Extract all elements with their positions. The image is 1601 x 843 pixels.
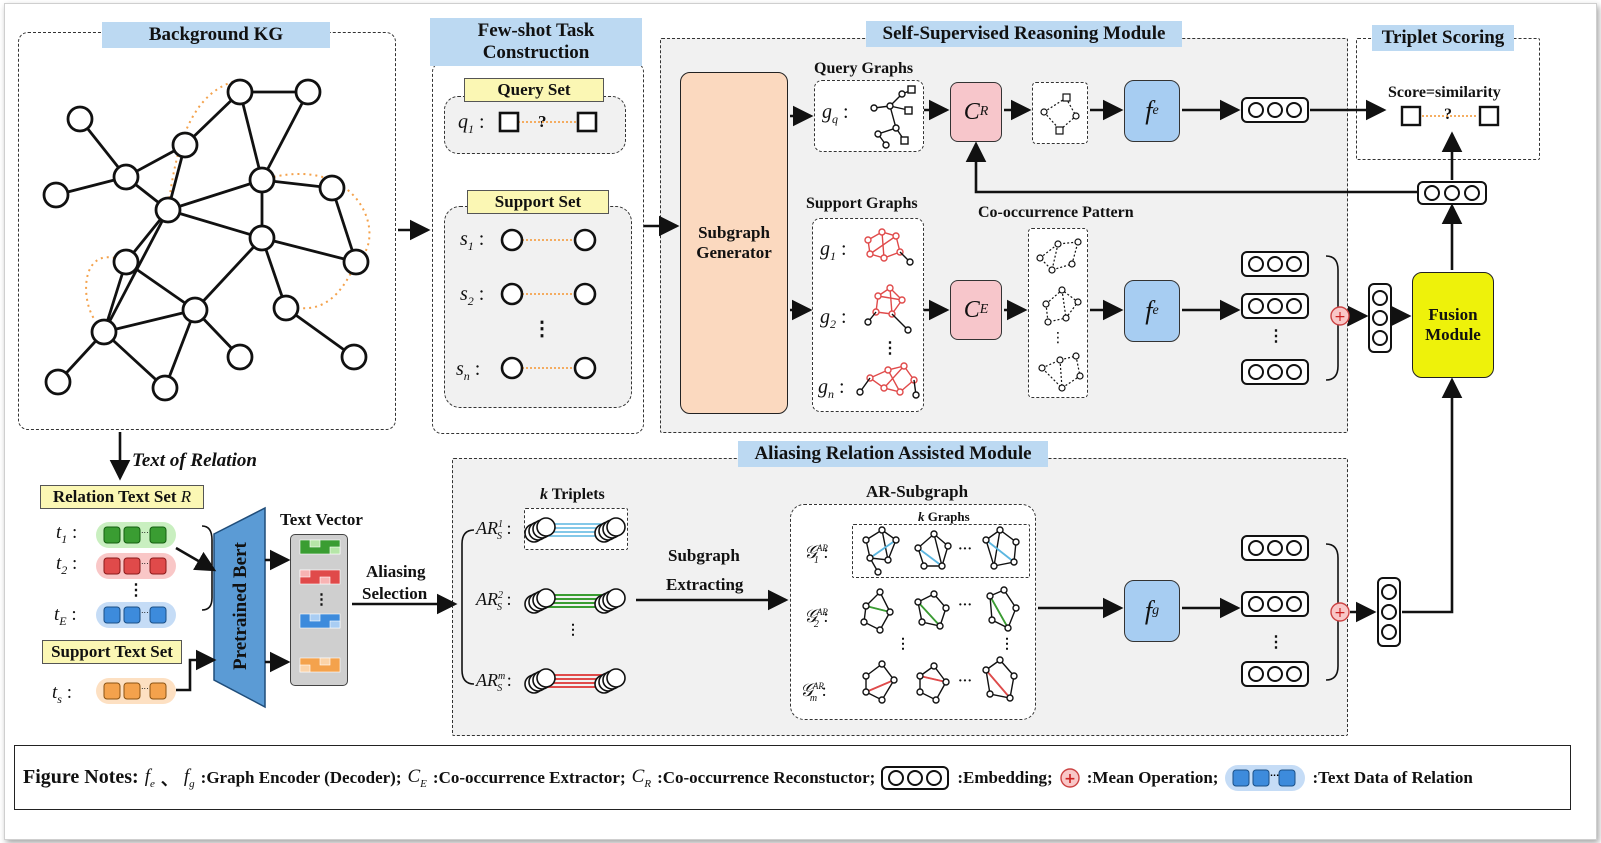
ar2-label: AR2S :	[476, 589, 512, 613]
svg-text:...: ...	[141, 557, 149, 566]
text-vector-label: Text Vector	[280, 510, 363, 529]
notes-fe: fe	[144, 765, 155, 790]
subgraph-extracting-label-1: Subgraph	[668, 546, 740, 565]
svg-text:...: ...	[141, 526, 149, 535]
notes-sep: 、	[160, 770, 178, 789]
notes-title: Figure Notes:	[23, 766, 139, 788]
k-graphs-hdots-1: ···	[958, 542, 973, 557]
ar-embedding-dots: ⋮	[1268, 634, 1284, 651]
t1-label: t1 :	[56, 522, 78, 546]
support-text-set-label: Support Text Set	[42, 640, 182, 664]
fusion-module-box: Fusion Module	[1412, 272, 1494, 378]
figure-notes: Figure Notes: fe 、 fg :Graph Encoder (De…	[14, 745, 1571, 810]
background-kg-title: Background KG	[102, 22, 330, 48]
notes-co-extractor: :Co-occurrence Extractor;	[432, 767, 626, 787]
aliasing-selection-label-2: Selection	[362, 584, 428, 603]
score-similarity-label: Score=similarity	[1388, 84, 1501, 101]
k-triplets-label: k Triplets	[540, 486, 605, 503]
arm-label: ARmS :	[476, 670, 512, 694]
text-vector-dots: ⋮	[314, 592, 329, 608]
notes-fg: fg	[183, 765, 195, 790]
ar-dots: ⋮	[566, 623, 580, 638]
text-of-relation-label: Text of Relation	[132, 450, 257, 471]
ts-label: ts :	[52, 682, 72, 706]
few-shot-title: Few-shot Task Construction	[430, 18, 642, 66]
subgraph-extracting-label-2: Extracting	[666, 575, 744, 594]
query-set-label: Query Set	[464, 78, 604, 102]
g2-label: g2 :	[820, 306, 847, 331]
notes-co-reconstructor: :Co-occurrence Reconstuctor;	[657, 767, 876, 787]
k-graphs-hdots-m: ···	[958, 674, 973, 689]
notes-ce: CE	[407, 765, 427, 790]
notes-embedding: :Embedding;	[957, 767, 1053, 787]
svg-text:+: +	[1334, 309, 1346, 325]
relation-text-set-label: Relation Text Set R	[40, 485, 204, 509]
svg-text:⋮: ⋮	[1051, 330, 1065, 346]
notes-graph-encoder: :Graph Encoder (Decoder);	[200, 767, 402, 787]
g1-label: g1 :	[820, 238, 847, 263]
support-s2-label: s2 :	[460, 283, 485, 308]
support-embedding-dots: ⋮	[1268, 328, 1284, 345]
support-graphs-label: Support Graphs	[806, 195, 918, 212]
notes-cr: CR	[631, 765, 652, 790]
notes-mean-icon: +	[1060, 767, 1080, 788]
svg-text:+: +	[1064, 771, 1076, 787]
support-s1-label: s1 :	[460, 228, 485, 253]
t2-label: t2 :	[56, 553, 78, 577]
notes-text-data-icon: ...	[1225, 764, 1306, 791]
gq-label: gq :	[822, 101, 849, 126]
aliasing-title: Aliasing Relation Assisted Module	[738, 441, 1048, 467]
ar-subgraph-vdots: ⋮	[896, 637, 910, 652]
notes-embedding-icon	[881, 765, 950, 790]
gn-label: gn :	[818, 376, 845, 401]
query-graphs-label: Query Graphs	[814, 60, 914, 77]
co-occurrence-pattern-label: Co-occurrence Pattern	[978, 204, 1134, 221]
support-dots: ⋮	[532, 318, 552, 340]
subgraph-generator-box: Subgraph Generator	[680, 72, 788, 414]
Gm-label: 𝒢ARm :	[800, 680, 827, 704]
svg-text:...: ...	[141, 682, 149, 691]
ar-subgraph-label: AR-Subgraph	[866, 482, 969, 501]
G1-label: 𝒢AR1 :	[804, 542, 829, 566]
svg-text:+: +	[1334, 605, 1346, 621]
aliasing-selection-label-1: Aliasing	[366, 562, 426, 581]
svg-text:...: ...	[141, 606, 149, 615]
tE-label: tE :	[54, 604, 77, 628]
svg-text:...: ...	[1270, 769, 1279, 778]
ar-subgraph-vdots-2: ⋮	[1000, 637, 1014, 652]
support-set-label: Support Set	[467, 190, 609, 214]
text-set-dots: ⋮	[128, 582, 144, 599]
notes-text-data: :Text Data of Relation	[1312, 767, 1473, 787]
G2-label: 𝒢AR2 :	[804, 606, 829, 630]
triplet-scoring-title: Triplet Scoring	[1372, 25, 1514, 51]
ssr-title: Self-Supervised Reasoning Module	[866, 21, 1182, 47]
support-sn-label: sn :	[456, 358, 481, 383]
notes-mean: :Mean Operation;	[1086, 767, 1219, 787]
query-q1-label: q1 :	[458, 111, 485, 136]
score-question-mark: ?	[1444, 106, 1452, 123]
ar1-label: AR1S :	[476, 518, 512, 542]
support-graph-dots: ⋮	[882, 340, 898, 357]
k-graphs-hdots-2: ···	[958, 598, 973, 613]
k-graphs-label: k Graphs	[918, 509, 970, 524]
